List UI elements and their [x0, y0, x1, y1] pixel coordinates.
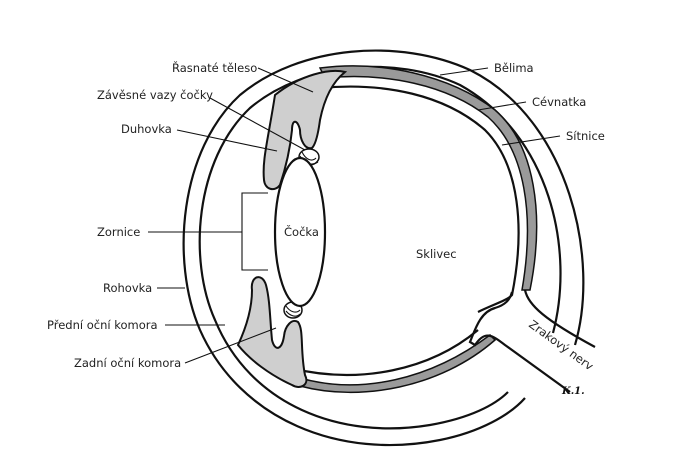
- retina-line: [319, 85, 520, 313]
- label-posterior-chamber: Zadní oční komora: [74, 356, 181, 370]
- ciliary-body-bottom: [236, 276, 308, 388]
- label-ciliary-body: Řasnaté těleso: [172, 60, 257, 75]
- lens-shape: [273, 156, 327, 308]
- label-optic-nerve: Zrakový nerv: [526, 317, 596, 373]
- optic-nerve-shape: [468, 289, 596, 393]
- label-lens: Čočka: [284, 224, 319, 239]
- sclera-inner: [198, 65, 562, 430]
- label-vitreous: Sklivec: [416, 247, 457, 261]
- label-cornea: Rohovka: [103, 281, 152, 295]
- label-pupil: Zornice: [97, 225, 140, 239]
- pupil-bracket: [241, 192, 268, 271]
- choroid-bottom: [299, 334, 497, 394]
- label-iris: Duhovka: [121, 122, 172, 136]
- label-zonule: Závěsné vazy čočky: [97, 88, 213, 102]
- ciliary-body-top: [262, 69, 348, 191]
- sclera-outer: [182, 49, 585, 447]
- label-retina: Sítnice: [566, 129, 605, 143]
- label-choroid: Cévnatka: [532, 95, 586, 109]
- leader-lines: [148, 67, 561, 364]
- label-sclera: Bělima: [494, 61, 534, 75]
- label-anterior-chamber: Přední oční komora: [47, 318, 158, 332]
- artist-signature: K.1.: [561, 386, 585, 397]
- retina-bottom: [289, 329, 479, 377]
